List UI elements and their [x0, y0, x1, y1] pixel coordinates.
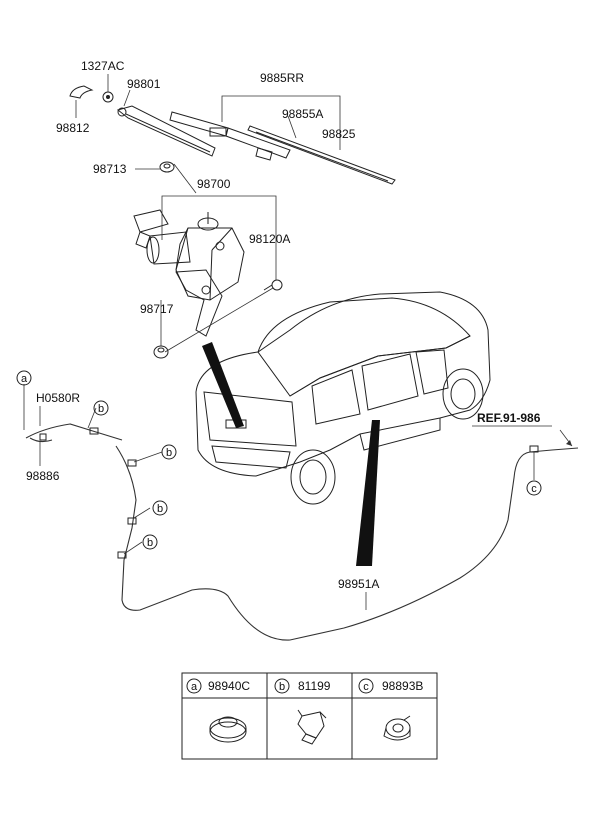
label-9885RR: 9885RR	[260, 71, 304, 85]
svg-text:b: b	[157, 503, 163, 515]
vehicle-hatchback	[195, 291, 491, 505]
label-98812: 98812	[56, 121, 90, 135]
label-98801: 98801	[127, 77, 161, 91]
washer-hose	[25, 423, 579, 641]
grommet-98940C-illustration	[209, 716, 247, 743]
cap-98812	[69, 85, 94, 99]
svg-text:c: c	[363, 681, 369, 693]
svg-text:b: b	[147, 537, 153, 549]
legend-part-98893B: 98893B	[382, 679, 423, 693]
svg-text:b: b	[279, 681, 285, 693]
label-98825: 98825	[322, 127, 356, 141]
nut-1327AC	[102, 91, 114, 103]
legend-table: a 98940C b 81199 c 98893B	[181, 672, 438, 760]
label-H0580R: H0580R	[36, 391, 80, 405]
callout-c-main: c	[526, 480, 542, 496]
callout-b-2: b	[161, 444, 177, 460]
svg-text:a: a	[191, 681, 198, 693]
grommet-98717	[153, 345, 169, 359]
wiper-blade-assembly	[169, 111, 396, 185]
svg-text:c: c	[531, 483, 537, 495]
legend-cell-b: b 81199	[274, 678, 331, 694]
pointer-wedge-side	[356, 420, 380, 566]
label-98713: 98713	[93, 162, 127, 176]
legend-part-98940C: 98940C	[208, 679, 250, 693]
label-98855A: 98855A	[282, 107, 323, 121]
wiper-arm	[116, 105, 216, 157]
label-98717: 98717	[140, 302, 174, 316]
legend-cell-a: a 98940C	[186, 678, 250, 694]
svg-text:b: b	[98, 403, 104, 415]
label-98886: 98886	[26, 469, 60, 483]
leader-lines	[23, 74, 573, 610]
clip-81199-illustration	[297, 709, 327, 745]
hose-clips	[39, 427, 539, 559]
wiper-motor-98700	[133, 209, 245, 337]
legend-cell-c: c 98893B	[358, 678, 423, 694]
label-ref: REF.91-986	[477, 411, 541, 425]
label-98120A: 98120A	[249, 232, 290, 246]
callout-b-1: b	[93, 400, 109, 416]
label-98951A: 98951A	[338, 577, 379, 591]
label-98700: 98700	[197, 177, 231, 191]
pointer-wedge-rear	[202, 342, 244, 428]
callout-b-3: b	[152, 500, 168, 516]
legend-part-81199: 81199	[298, 679, 331, 693]
washer-98713	[159, 161, 175, 173]
label-1327AC: 1327AC	[81, 59, 125, 73]
svg-text:b: b	[166, 447, 172, 459]
callout-b-4: b	[142, 534, 158, 550]
callout-a-main: a	[16, 370, 32, 386]
svg-text:a: a	[21, 373, 28, 385]
bolt-98120A	[263, 279, 283, 291]
plug-98893B-illustration	[383, 715, 411, 741]
